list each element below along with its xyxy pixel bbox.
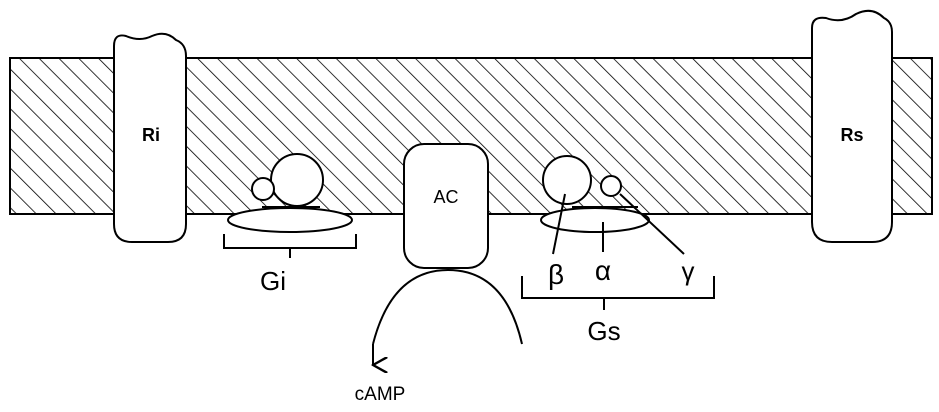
- gi-label: Gi: [260, 266, 286, 296]
- receptor-rs: Rs: [812, 11, 892, 242]
- adenylyl-cyclase-label: AC: [433, 187, 458, 207]
- gi-gamma-subunit: [252, 178, 274, 200]
- camp-label: cAMP: [355, 384, 406, 405]
- beta-label: β: [548, 259, 564, 290]
- receptor-ri-label: Ri: [142, 125, 160, 145]
- gs-label: Gs: [587, 316, 620, 346]
- gi-alpha-subunit: [228, 208, 352, 232]
- gs-gamma-subunit: [601, 176, 621, 196]
- catalytic-arc: [373, 270, 522, 344]
- alpha-label: α: [595, 255, 611, 286]
- receptor-ri: Ri: [114, 34, 186, 242]
- gamma-label: γ: [682, 256, 695, 286]
- gi-beta-subunit: [271, 154, 323, 206]
- receptor-rs-label: Rs: [840, 125, 863, 145]
- gs-beta-subunit: [543, 156, 591, 204]
